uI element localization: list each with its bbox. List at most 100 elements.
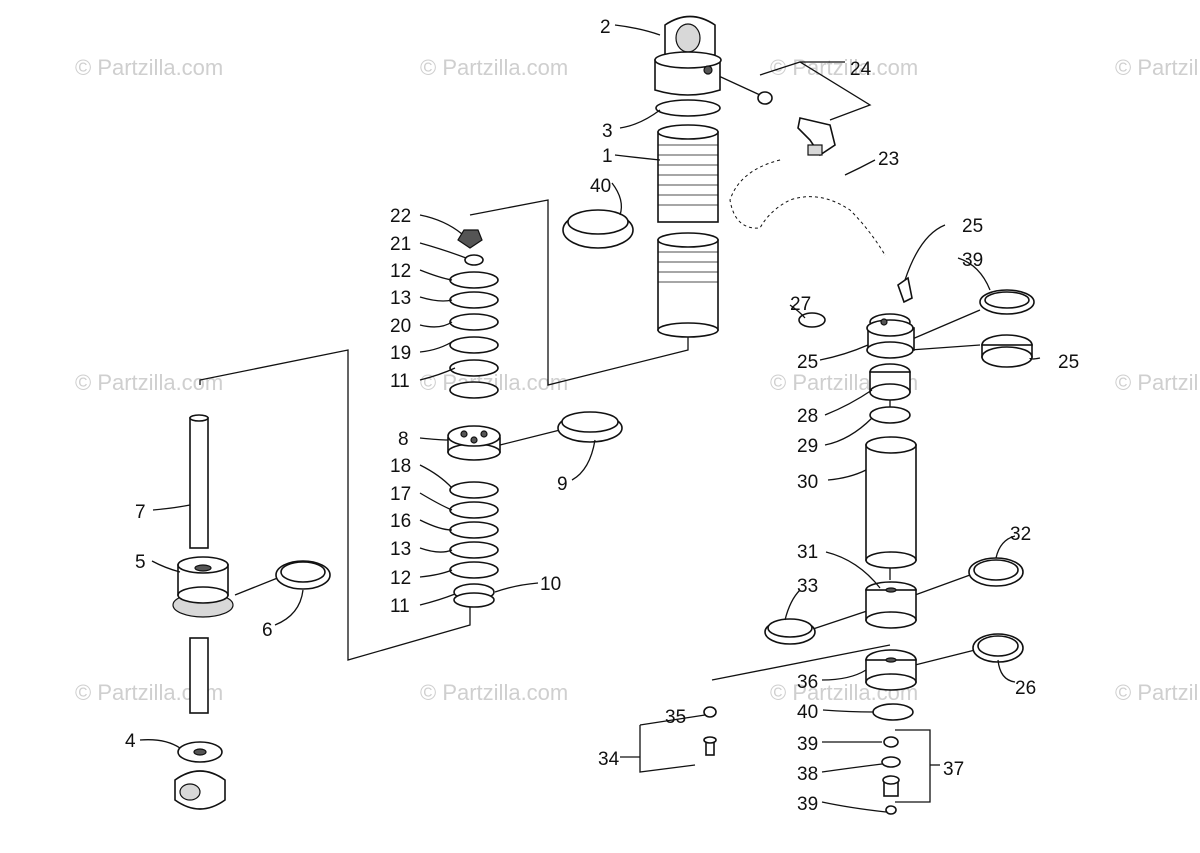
callout-14: 16	[390, 511, 411, 532]
watermark-layer: © Partzilla.com © Partzilla.com © Partzi…	[75, 55, 1200, 705]
part-3-o-ring	[655, 99, 721, 117]
callout-3: 3	[602, 121, 613, 142]
callout-34: 35	[665, 707, 686, 728]
callout-6: 6	[262, 620, 273, 641]
part-5-seal-head	[172, 556, 234, 618]
part-14-shim	[449, 521, 499, 539]
leader-lines	[139, 24, 1041, 813]
watermark: © Partzilla.com	[75, 55, 223, 80]
assembly-lines	[199, 71, 981, 681]
part-34-washer	[703, 706, 717, 718]
part-28-o-ring	[869, 406, 911, 424]
callout-28: 29	[797, 436, 818, 457]
callout-29: 30	[797, 472, 818, 493]
callout-19: 21	[390, 234, 411, 255]
part-39-valve-core	[882, 775, 900, 815]
callout-18: 20	[390, 316, 411, 337]
callout-12-lower: 12	[390, 568, 411, 589]
watermark: © Partzilla.com	[770, 55, 918, 80]
callout-36: 37	[943, 759, 964, 780]
part-38-ball	[883, 736, 899, 748]
callout-20: 22	[390, 206, 411, 227]
callout-31: 32	[1010, 524, 1031, 545]
part-4-eye-mount	[174, 741, 226, 810]
part-2-eye-cap	[654, 15, 722, 96]
part-25-ring-lower	[972, 633, 1024, 663]
part-11-shim	[449, 359, 499, 377]
part-20-nut	[457, 229, 483, 249]
part-18-shim	[449, 313, 499, 331]
watermark: © Partzilla.com	[75, 370, 223, 395]
callout-7: 7	[135, 502, 146, 523]
part-31-o-ring	[968, 557, 1024, 587]
part-8-piston	[447, 425, 501, 461]
part-24-reservoir-cap	[866, 313, 915, 359]
part-9-piston-ring	[557, 411, 623, 443]
part-12-shim-lower	[449, 561, 499, 579]
callout-8: 8	[398, 429, 409, 450]
part-23-elbow	[897, 276, 913, 304]
part-29-reservoir-body	[865, 436, 917, 569]
callout-24: 25	[797, 352, 818, 373]
callout-27: 28	[797, 406, 818, 427]
callout-labels: 2 3 1 40 24 23 25 39 27 25 25 28 29 30 3…	[125, 17, 1079, 815]
callout-25-lower: 26	[1015, 678, 1036, 699]
callout-11-upper: 11	[390, 371, 410, 392]
part-40-seal-lower	[872, 703, 914, 721]
callout-30: 31	[797, 542, 818, 563]
part-27-piston	[869, 363, 911, 401]
part-6-o-ring	[275, 560, 331, 590]
callout-15: 17	[390, 484, 411, 505]
callout-2: 2	[600, 17, 611, 38]
watermark: © Partzilla.com	[1115, 680, 1200, 705]
callout-37: 38	[797, 764, 818, 785]
part-33-screw	[703, 736, 717, 756]
callout-13-upper: 13	[390, 288, 411, 309]
part-41-spring-collar	[562, 209, 634, 249]
part-37-washer	[881, 756, 901, 768]
part-21-hose	[724, 155, 890, 258]
part-30-floating-piston	[865, 581, 917, 629]
callout-11-lower: 11	[390, 596, 410, 617]
part-17-shim	[449, 336, 499, 354]
part-25-ring-upper	[981, 334, 1033, 368]
watermark: © Partzilla.com	[1115, 370, 1200, 395]
callout-12-upper: 12	[390, 261, 411, 282]
callout-40-lower: 40	[797, 702, 818, 723]
callout-32: 33	[797, 576, 818, 597]
callout-25-upper: 25	[1058, 352, 1079, 373]
part-35-end-cap	[865, 649, 917, 691]
callout-16: 18	[390, 456, 411, 477]
callout-4: 4	[125, 731, 136, 752]
watermark: © Partzilla.com	[1115, 55, 1200, 80]
valve-stack	[447, 229, 501, 608]
part-13-shim-lower	[449, 541, 499, 559]
part-19-washer	[464, 254, 484, 266]
part-22-elbow-fitting	[757, 91, 836, 157]
callout-10: 10	[540, 574, 561, 595]
part-15-shim	[449, 501, 499, 519]
part-12-shim	[449, 271, 499, 289]
callout-33: 34	[598, 749, 620, 770]
part-16-shim	[449, 481, 499, 499]
part-40-seal-upper	[979, 289, 1035, 315]
callout-17: 19	[390, 343, 411, 364]
part-7-shaft	[189, 414, 209, 714]
callout-1: 1	[602, 146, 613, 167]
part-32-band	[764, 618, 816, 645]
watermark: © Partzilla.com	[420, 680, 568, 705]
callout-41: 40	[590, 176, 611, 197]
part-1-shock-body	[657, 124, 719, 338]
part-26-o-ring	[798, 312, 826, 328]
callout-22: 24	[850, 59, 872, 80]
callout-39: 39	[797, 794, 818, 815]
callout-21: 23	[878, 149, 899, 170]
callout-26: 27	[790, 294, 811, 315]
callout-13-lower: 13	[390, 539, 411, 560]
watermark: © Partzilla.com	[420, 55, 568, 80]
callout-5: 5	[135, 552, 146, 573]
callout-9: 9	[557, 474, 568, 495]
part-13-shim	[449, 291, 499, 309]
callout-35: 36	[797, 672, 818, 693]
